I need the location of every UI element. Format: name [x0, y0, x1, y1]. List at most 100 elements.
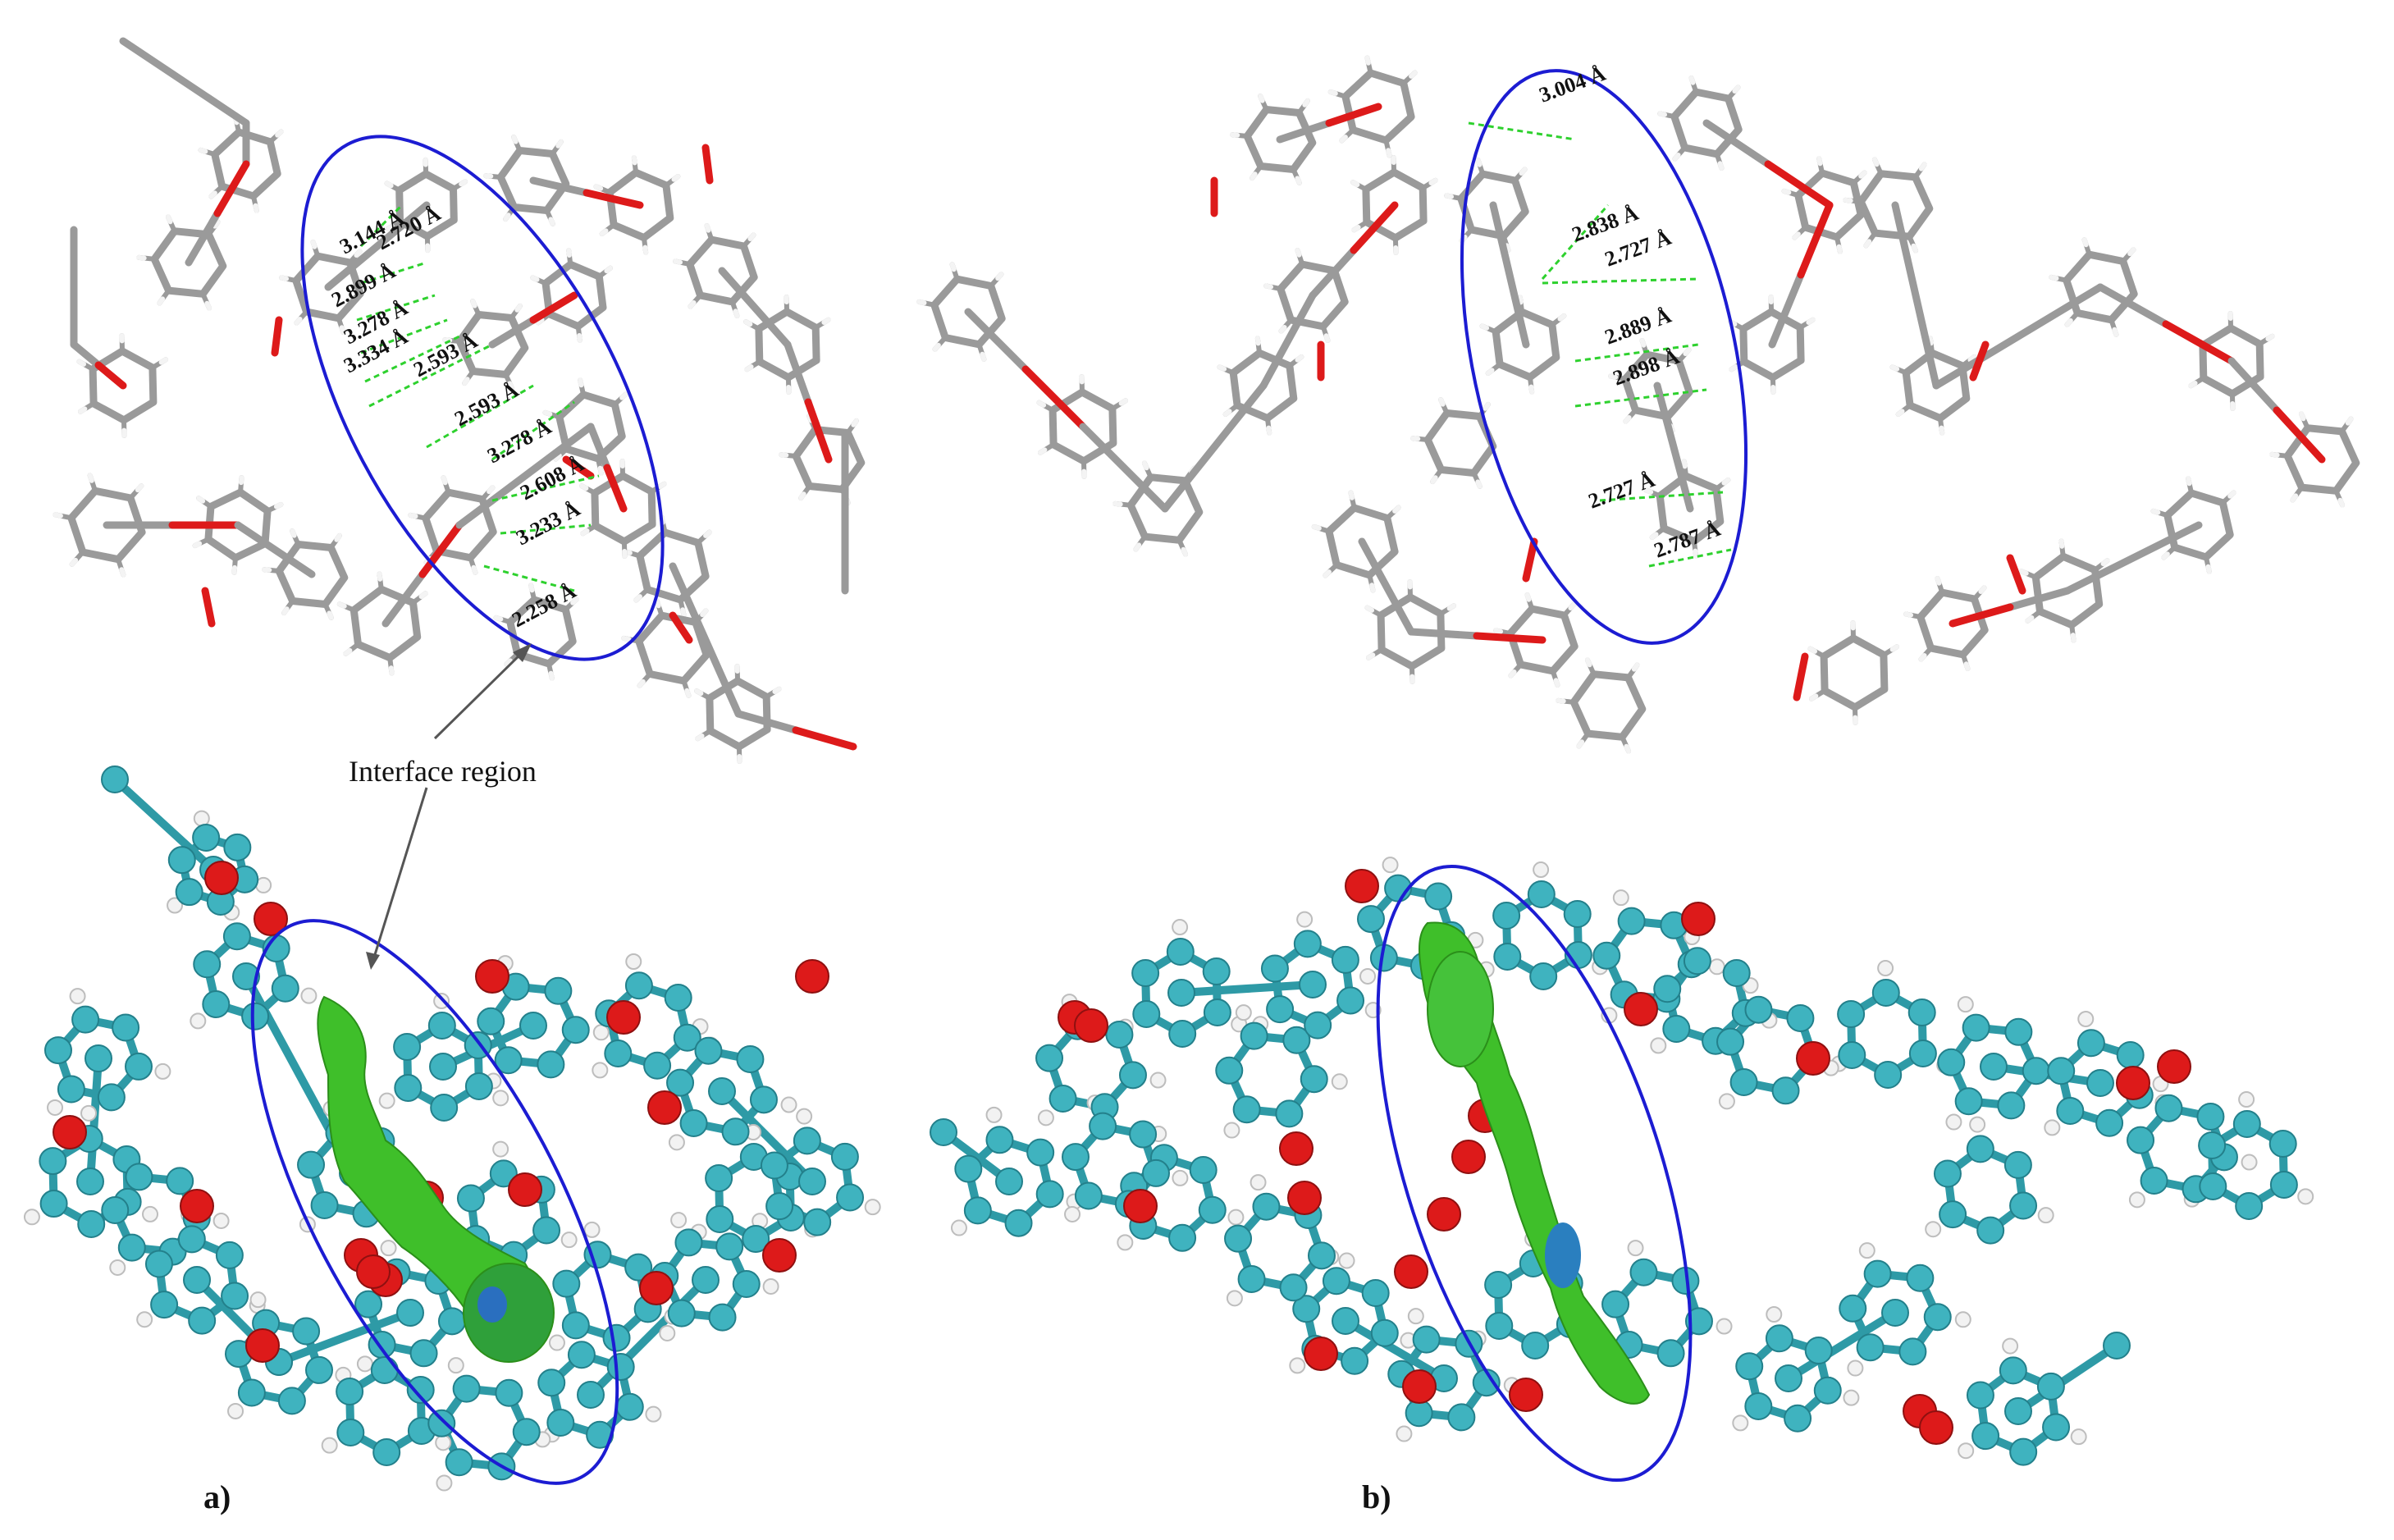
hydrogen-stick: [69, 557, 79, 567]
carbon-atom: [546, 1408, 575, 1437]
carbon-atom: [1804, 1337, 1833, 1365]
hydrogen-atom: [1612, 889, 1629, 907]
hydrogen-stick: [1504, 243, 1511, 253]
hydrogen-atom: [1407, 1308, 1424, 1325]
carbon-atom: [673, 1023, 701, 1052]
hydrogen-stick: [471, 564, 478, 575]
hydrogen-atom: [762, 1277, 779, 1295]
hydrogen-atom: [193, 810, 210, 827]
hydrogen-stick: [504, 658, 513, 667]
hydrogen-stick: [1258, 94, 1265, 103]
hydrogen-atom: [23, 1209, 40, 1226]
hydrogen-atom: [1650, 1037, 1667, 1054]
hydrogen-atom: [592, 1062, 609, 1079]
hydrogen-atom: [321, 1437, 338, 1454]
carbon-atom: [125, 1052, 153, 1081]
carbon-atom: [1653, 975, 1682, 1003]
carbon-atom: [1784, 1404, 1812, 1433]
bond: [70, 340, 103, 369]
carbon-atom: [489, 1159, 518, 1188]
hydrogen-atom: [548, 1334, 565, 1351]
hydrogen-atom: [592, 1024, 610, 1041]
carbon-atom: [125, 1163, 153, 1191]
carbon-atom: [954, 1154, 983, 1183]
bond: [718, 267, 792, 349]
annotation-arrow-down: [372, 787, 428, 961]
hydrogen-atom: [950, 1219, 967, 1236]
hydrogen-stick: [851, 418, 859, 427]
carbon-atom: [394, 1074, 423, 1103]
carbon-atom: [1168, 1019, 1197, 1048]
bond: [2063, 521, 2203, 595]
carbon-atom: [393, 1033, 422, 1062]
oxygen-atom: [204, 861, 239, 895]
hydrogen-atom: [1289, 1357, 1306, 1374]
oxygen-atom: [1287, 1181, 1322, 1215]
hydrogen-atom: [1396, 1425, 1413, 1442]
carbon-atom: [1966, 1135, 1994, 1163]
hydrogen-stick: [949, 262, 957, 272]
carbon-atom: [292, 1317, 321, 1346]
carbon-atom: [1729, 1067, 1758, 1096]
carbon-atom: [71, 1005, 100, 1034]
hydrogen-stick: [76, 359, 87, 367]
carbon-atom: [1786, 1004, 1815, 1033]
panel-b-stick-model: [916, 55, 2360, 754]
carbon-atom: [175, 878, 203, 907]
bond: [86, 1054, 103, 1186]
carbon-atom: [1292, 1295, 1321, 1323]
panel-b-ball-model: [930, 857, 2314, 1466]
hydrogen-stick: [1808, 693, 1819, 701]
carbon-atom: [1923, 1303, 1952, 1332]
carbon-atom: [1361, 1279, 1390, 1308]
hydrogen-stick: [1327, 89, 1338, 96]
hydrogen-stick: [408, 512, 418, 519]
carbon-atom: [2235, 1191, 2264, 1220]
hydrogen-stick: [158, 357, 169, 365]
carbon-atom: [1716, 1027, 1745, 1056]
bond: [381, 570, 427, 628]
hbond-line: [1599, 491, 1724, 502]
oxygen-bond: [94, 361, 127, 390]
carbon-atom: [1332, 1307, 1359, 1335]
oxygen-bond: [804, 398, 833, 464]
carbon-atom: [2116, 1041, 2145, 1070]
carbon-atom: [1684, 1307, 1713, 1336]
hydrogen-stick: [631, 155, 637, 166]
hydrogen-atom: [190, 1012, 207, 1030]
carbon-atom: [1765, 1324, 1793, 1353]
carbon-atom: [1966, 1381, 1994, 1410]
hydrogen-atom: [2002, 1337, 2019, 1355]
carbon-atom: [1275, 1099, 1304, 1128]
bond: [1784, 1309, 1899, 1382]
bond: [119, 37, 250, 127]
hydrogen-stick: [1781, 188, 1792, 195]
carbon-atom: [736, 1045, 765, 1074]
carbon-atom: [604, 1039, 633, 1067]
carbon-atom: [1202, 957, 1231, 985]
hydrogen-stick: [1508, 669, 1517, 679]
carbon-atom: [237, 1378, 266, 1407]
hydrogen-atom: [1766, 1305, 1783, 1323]
hydrogen-stick: [703, 529, 712, 538]
carbon-atom: [1166, 938, 1195, 966]
carbon-atom: [2199, 1172, 2227, 1201]
hydrogen-atom: [1945, 1113, 1962, 1131]
bond: [488, 316, 537, 349]
carbon-atom: [567, 1341, 596, 1369]
hydrogen-stick: [2064, 318, 2073, 327]
hydrogen-stick: [570, 596, 579, 605]
carbon-atom: [830, 1142, 859, 1171]
hydrogen-stick: [2100, 558, 2110, 567]
carbon-atom: [742, 1224, 770, 1253]
panel-b-interface-ellipse-bottom: [1376, 865, 1693, 1482]
carbon-atom: [1527, 880, 1556, 909]
bond: [1653, 382, 1694, 513]
hydrogen-atom: [1149, 1072, 1167, 1089]
hydrogen-stick: [1729, 364, 1738, 372]
carbon-atom: [519, 1012, 547, 1040]
carbon-atom: [2022, 1057, 2050, 1085]
carbon-atom: [2003, 1150, 2032, 1179]
carbonyl-oxygen: [271, 316, 283, 357]
carbon-atom: [995, 1168, 1023, 1195]
